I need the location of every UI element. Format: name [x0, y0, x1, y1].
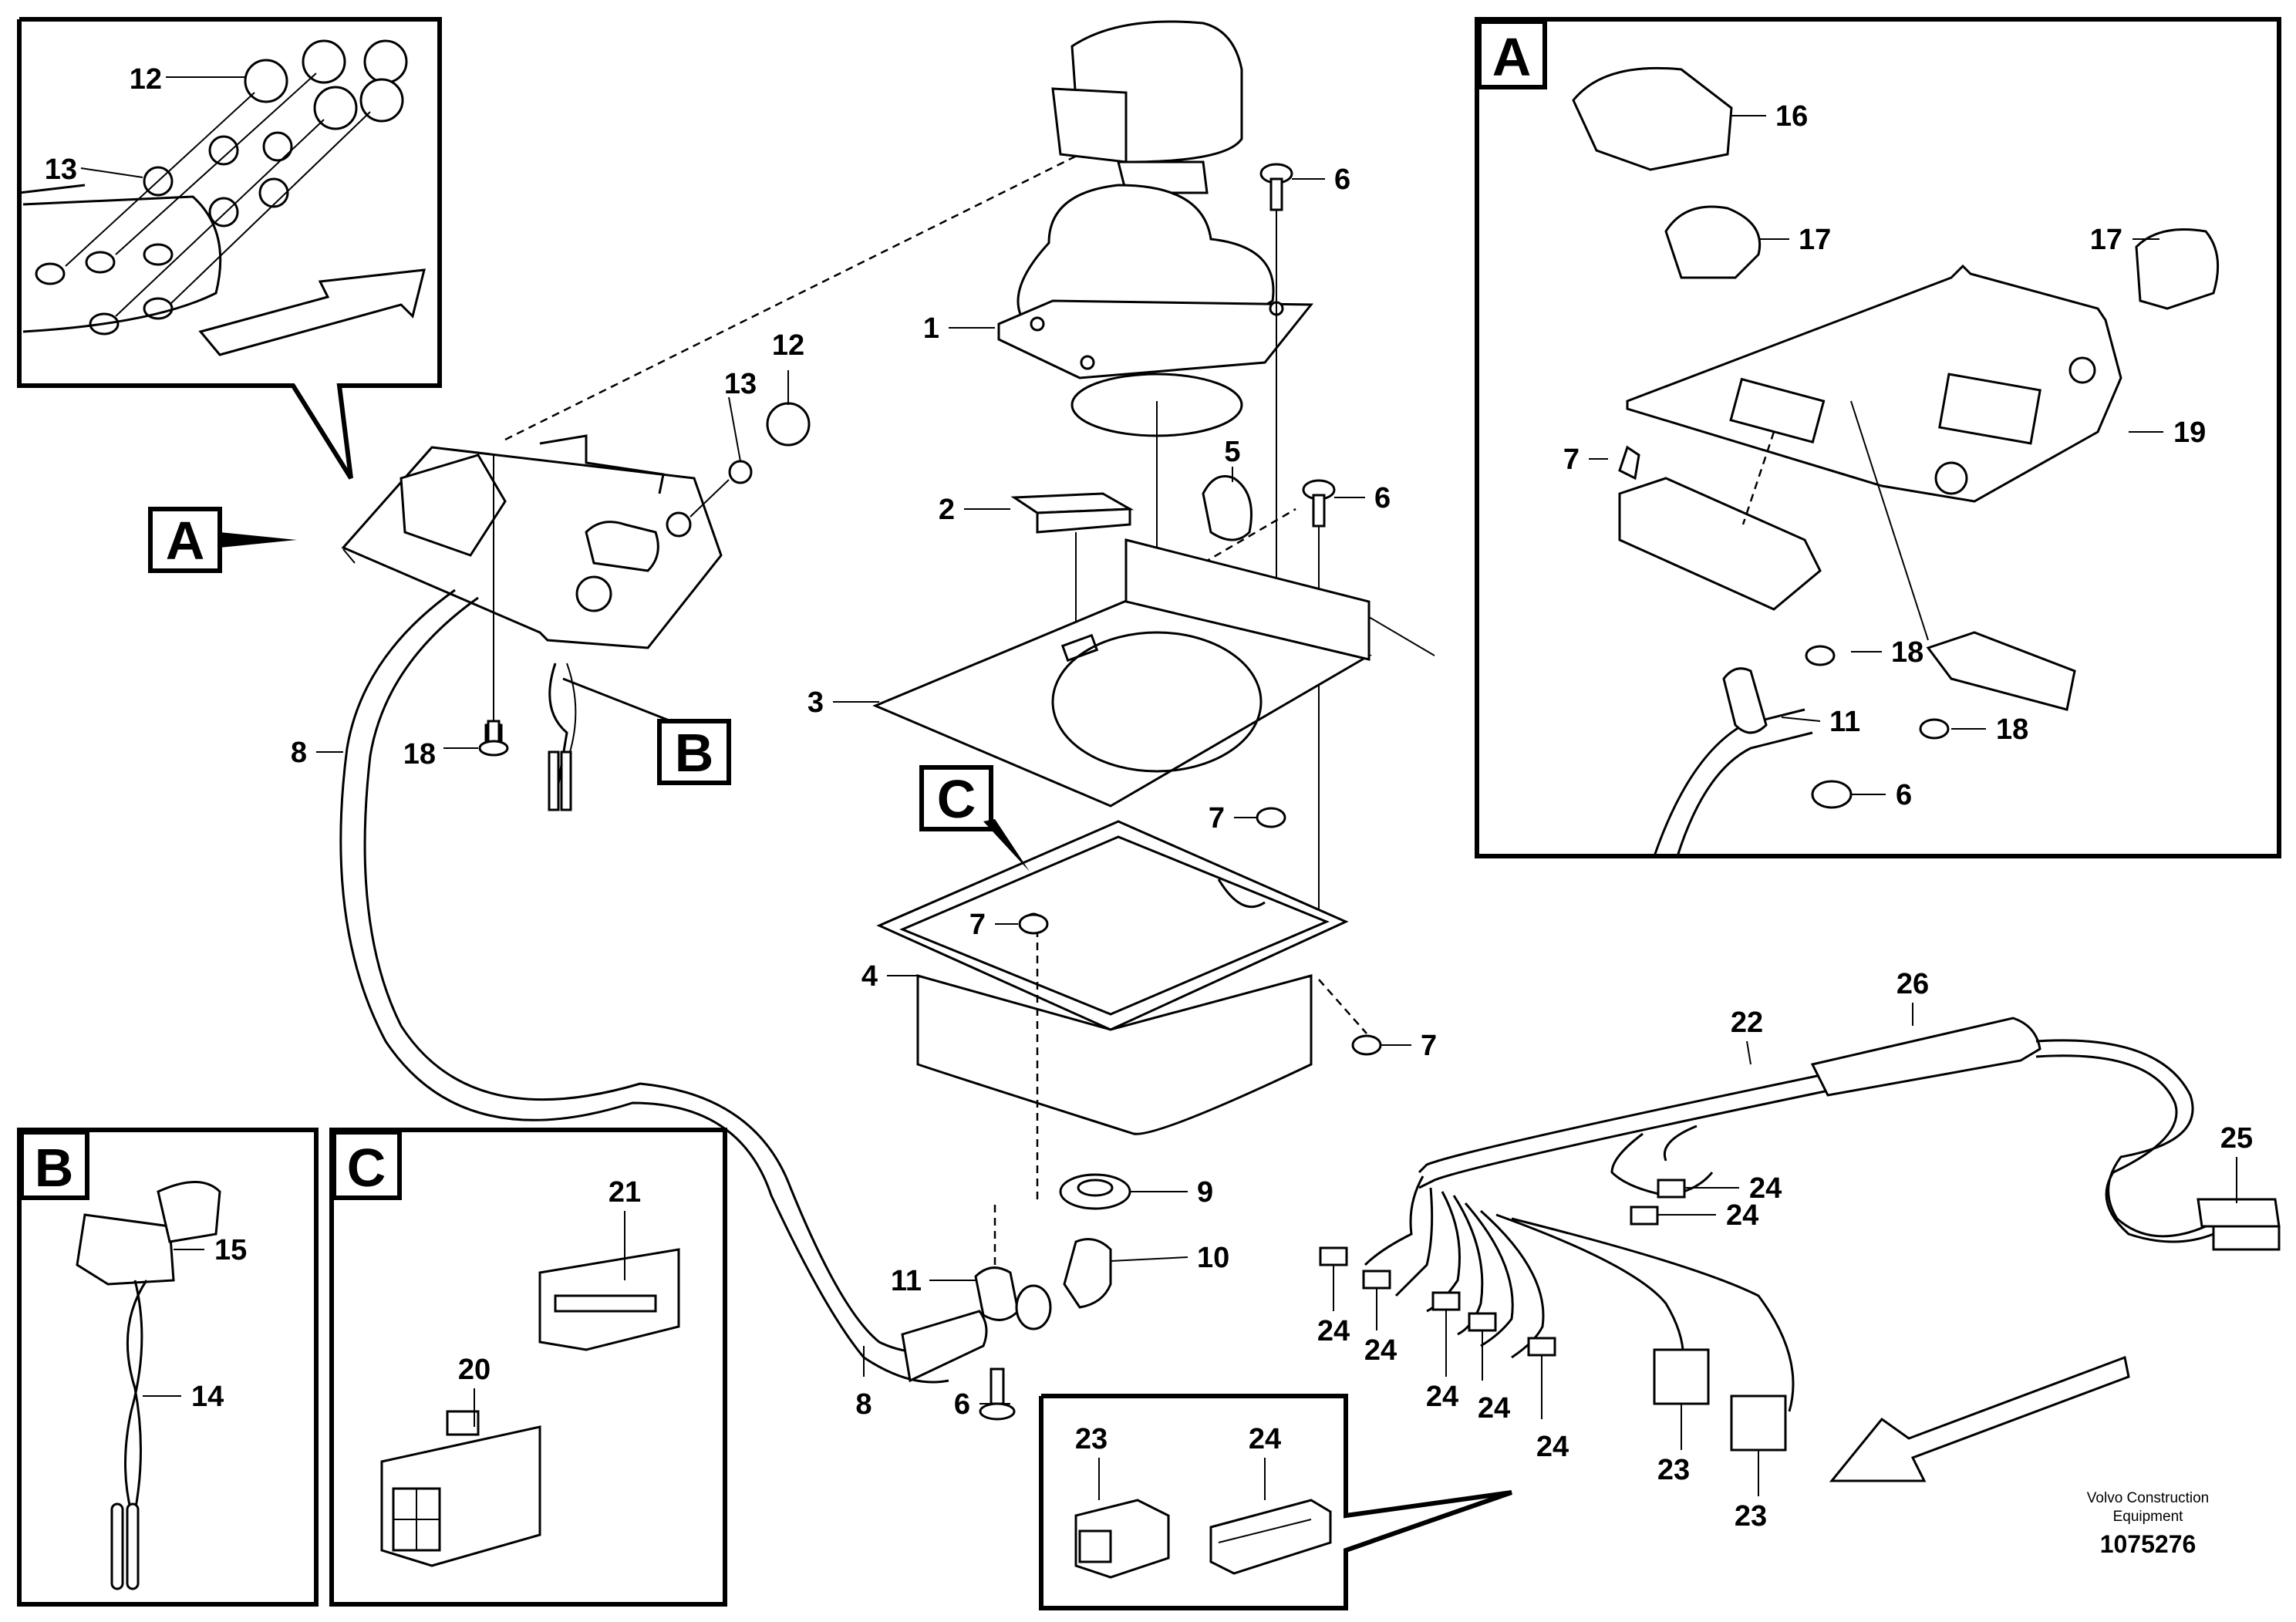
- callout-24-d: 24: [1364, 1334, 1397, 1367]
- bolt-6-bottom: [979, 1367, 1016, 1421]
- footer-block: Volvo Construction Equipment 1075276: [2087, 1490, 2209, 1558]
- callout-10: 10: [1197, 1242, 1229, 1274]
- callout-7-inset-a: 7: [1563, 443, 1580, 476]
- callout-21: 21: [609, 1176, 641, 1209]
- clamp-11: [974, 1203, 1052, 1330]
- seal-2: [1010, 492, 1135, 656]
- brand-line-1: Volvo Construction: [2087, 1490, 2209, 1506]
- callout-2: 2: [939, 494, 955, 526]
- cable-harness-22-26: [1319, 1017, 2281, 1452]
- callout-23-a: 23: [1657, 1454, 1690, 1486]
- callout-23-legend: 23: [1075, 1423, 1108, 1455]
- callout-8-left: 8: [291, 737, 307, 769]
- view-a-inset: [1475, 17, 2281, 858]
- bolt-6-mid: [1302, 479, 1336, 926]
- nut-7-mid: [1256, 807, 1286, 828]
- callout-7-mid: 7: [1209, 802, 1225, 835]
- callout-labels: 12 13 12 13 1 2 3 4 5 6 6 7 7 7 8 18 9 1…: [45, 63, 2253, 1533]
- callout-20: 20: [458, 1354, 491, 1386]
- callout-24-f: 24: [1478, 1392, 1510, 1425]
- callout-17-left: 17: [1799, 224, 1831, 256]
- callout-13-inset: 13: [45, 153, 77, 186]
- callout-6-bottom: 6: [954, 1388, 970, 1421]
- callout-12-inset: 12: [130, 63, 162, 96]
- callout-3: 3: [807, 686, 824, 719]
- callout-6-top: 6: [1334, 164, 1350, 196]
- callout-17-right: 17: [2090, 224, 2122, 256]
- cable-harness-8: [339, 588, 988, 1384]
- callout-23-b: 23: [1735, 1500, 1767, 1533]
- callout-24-e: 24: [1426, 1381, 1458, 1413]
- callout-18-inset-a2: 18: [1996, 713, 2028, 746]
- callout-19: 19: [2173, 416, 2206, 449]
- elbow-10: [1063, 1238, 1112, 1309]
- grommet-9: [1059, 1173, 1131, 1210]
- view-label-c: C: [937, 769, 976, 829]
- nut-7-box: [1018, 913, 1049, 935]
- callout-13: 13: [724, 368, 757, 400]
- callout-18-inset-a1: 18: [1891, 636, 1923, 669]
- inset-label-b: B: [35, 1138, 74, 1198]
- callout-1: 1: [923, 312, 939, 345]
- callout-16: 16: [1775, 100, 1808, 133]
- callout-24-b: 24: [1726, 1199, 1758, 1232]
- clamp-5: [1202, 475, 1296, 565]
- callout-9: 9: [1197, 1176, 1213, 1209]
- joystick-assembly: [504, 20, 1314, 748]
- callout-24-g: 24: [1536, 1431, 1569, 1463]
- view-labels: A B C A B C: [35, 27, 1532, 1198]
- nut-7-right: [1318, 979, 1382, 1056]
- callout-15: 15: [214, 1234, 247, 1266]
- inset-label-a: A: [1492, 27, 1532, 87]
- housing-box-4: [876, 820, 1349, 1203]
- callout-18-left: 18: [403, 738, 436, 771]
- callout-6-mid: 6: [1374, 482, 1391, 514]
- callout-11-inset-a: 11: [1829, 706, 1860, 738]
- view-label-a: A: [166, 511, 205, 571]
- callout-11: 11: [891, 1265, 922, 1297]
- brand-line-2: Equipment: [2113, 1509, 2184, 1525]
- callout-7-box: 7: [969, 909, 986, 941]
- leader-lines: [143, 115, 2237, 1500]
- callout-8-bottom: 8: [855, 1388, 872, 1421]
- drawing-number: 1075276: [2100, 1530, 2197, 1558]
- callout-24-legend: 24: [1249, 1423, 1281, 1455]
- callout-25: 25: [2220, 1122, 2253, 1155]
- inset-label-c: C: [347, 1138, 386, 1198]
- mounting-plate-3: [872, 538, 1435, 808]
- view-b-inset: [17, 1128, 319, 1607]
- view-label-frames: [19, 19, 1547, 1200]
- detail-inset-top-left: [17, 17, 442, 480]
- direction-arrow-icon: [1829, 1355, 2130, 1482]
- callout-7-right: 7: [1421, 1030, 1437, 1062]
- callout-24-c: 24: [1317, 1315, 1350, 1347]
- callout-24-a: 24: [1749, 1172, 1782, 1205]
- switch-bracket-assembly: [341, 402, 811, 811]
- callout-5: 5: [1224, 436, 1240, 468]
- callout-14: 14: [191, 1381, 224, 1413]
- bolt-18: [478, 720, 509, 757]
- callout-6-inset-a: 6: [1896, 779, 1912, 811]
- callout-22: 22: [1731, 1007, 1763, 1039]
- connector-legend-box: [1039, 1394, 1512, 1610]
- view-c-inset: [329, 1128, 727, 1607]
- callout-26: 26: [1896, 968, 1929, 1000]
- view-label-b: B: [675, 723, 714, 783]
- callout-12: 12: [772, 329, 804, 362]
- callout-4: 4: [861, 960, 878, 993]
